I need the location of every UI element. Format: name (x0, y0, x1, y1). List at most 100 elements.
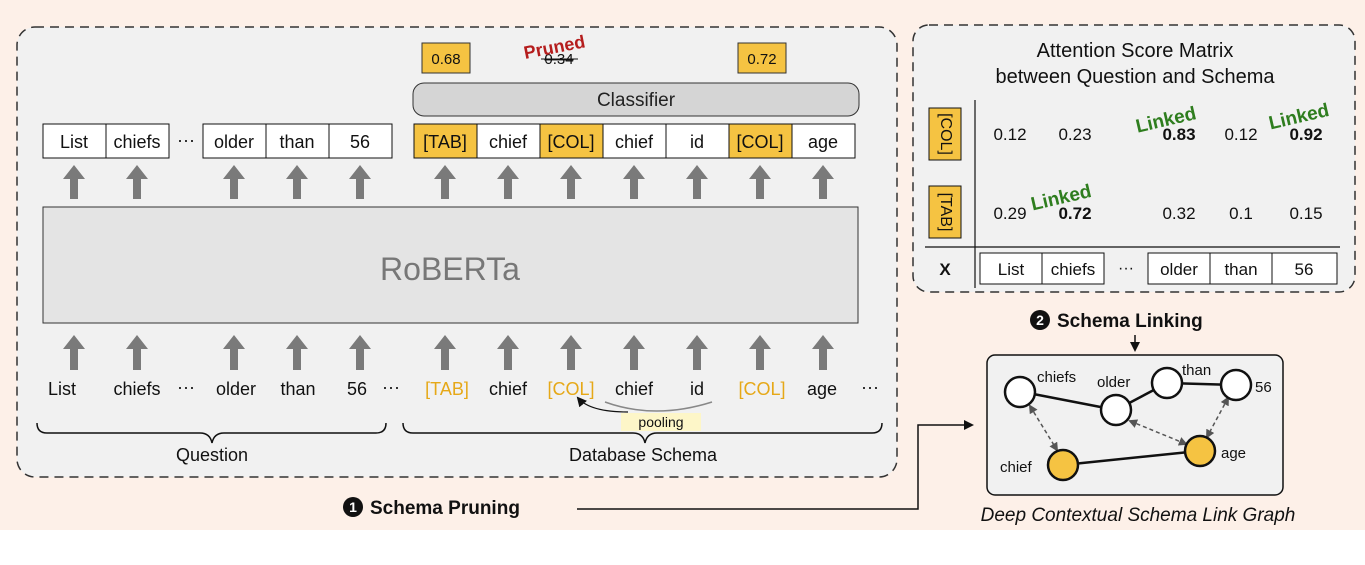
graph-node-56 (1219, 368, 1253, 402)
row-label-col-box (928, 107, 962, 161)
matrix-cell: 0.1 (1229, 204, 1253, 223)
up-arrow (686, 165, 708, 199)
score-box-tab (421, 42, 471, 74)
roberta-encoder-box (42, 206, 859, 324)
output-token: chiefs (113, 132, 160, 152)
attention-title-line1: Attention Score Matrix (1037, 40, 1234, 62)
input-token: chief (489, 379, 528, 399)
graph-caption: Deep Contextual Schema Link Graph (981, 505, 1296, 526)
encoder-output-arrows (63, 165, 834, 199)
input-token: [COL] (547, 379, 594, 399)
output-schema-tokens: [TAB] chief [COL] chief id [COL] age (413, 123, 856, 159)
input-token: older (216, 379, 256, 399)
matrix-cell-linked: 0.72 (1058, 204, 1091, 223)
graph-node-age (1183, 434, 1217, 468)
up-arrow (812, 165, 834, 199)
output-token: than (279, 132, 314, 152)
x-token: older (1160, 260, 1198, 279)
up-arrow (286, 165, 308, 199)
graph-node-older (1099, 393, 1133, 427)
input-schema-tokens: [TAB] chief [COL] chief id [COL] age ··· (425, 377, 879, 399)
x-token: 56 (1295, 260, 1314, 279)
output-token: List (60, 132, 88, 152)
output-token: age (808, 132, 838, 152)
roberta-label: RoBERTa (380, 251, 520, 287)
input-token: [COL] (738, 379, 785, 399)
matrix-cell: 0.29 (993, 204, 1026, 223)
graph-node-than (1150, 366, 1184, 400)
up-arrow (126, 335, 148, 370)
step-one-number: 1 (349, 499, 357, 515)
up-arrow (560, 165, 582, 199)
up-arrow (63, 165, 85, 199)
output-token: older (214, 132, 254, 152)
graph-node-label: chiefs (1037, 369, 1076, 386)
row-label-tab-box (928, 185, 962, 239)
graph-node-chief (1046, 448, 1080, 482)
up-arrow (686, 335, 708, 370)
up-arrow (560, 335, 582, 370)
graph-nodes: chiefs older than 56 chief age (1000, 362, 1272, 482)
classifier-label: Classifier (597, 90, 676, 111)
graph-node-label: age (1221, 445, 1246, 462)
output-token: [COL] (547, 132, 594, 152)
x-token: chiefs (1051, 260, 1095, 279)
matrix-cell-linked: 0.83 (1162, 125, 1195, 144)
x-axis-tokens: List chiefs ··· older than 56 (979, 252, 1338, 285)
matrix-cell-linked: 0.92 (1289, 125, 1322, 144)
attention-panel (912, 24, 1356, 293)
input-ellipsis: ··· (177, 377, 195, 397)
input-token: age (807, 379, 837, 399)
up-arrow (223, 165, 245, 199)
input-token: chief (615, 379, 654, 399)
output-token: id (690, 132, 704, 152)
question-brace (36, 422, 387, 444)
x-ellipsis: ··· (1118, 260, 1134, 277)
row-label-col: [COL] (937, 113, 954, 155)
step-two-number: 2 (1036, 312, 1044, 328)
matrix-cell: 0.12 (993, 125, 1026, 144)
step-two-label: Schema Linking (1057, 311, 1203, 332)
input-token: id (690, 379, 704, 399)
input-token: [TAB] (425, 379, 469, 399)
pruning-arrow (577, 420, 974, 510)
matrix-cell: 0.23 (1058, 125, 1091, 144)
matrix-cell: 0.12 (1224, 125, 1257, 144)
up-arrow (434, 335, 456, 370)
output-token: [COL] (736, 132, 783, 152)
score-col: 0.72 (747, 51, 776, 68)
up-arrow (812, 335, 834, 370)
graph-node-chiefs (1003, 375, 1037, 409)
up-arrow (623, 335, 645, 370)
output-token: 56 (350, 132, 370, 152)
graph-node-label: chief (1000, 459, 1033, 476)
up-arrow (223, 335, 245, 370)
up-arrow (349, 335, 371, 370)
output-ellipsis: ··· (177, 130, 195, 150)
pooling-arrow (576, 396, 629, 413)
up-arrow (623, 165, 645, 199)
schema-group-label: Database Schema (569, 445, 718, 465)
output-question-tokens: List chiefs ··· older than 56 (42, 123, 393, 159)
pooling-bracket (604, 401, 713, 412)
schema-brace (402, 422, 883, 444)
up-arrow (497, 165, 519, 199)
pooling-label: pooling (638, 414, 683, 430)
up-arrow (749, 165, 771, 199)
input-token: List (48, 379, 76, 399)
score-tab: 0.68 (431, 51, 460, 68)
matrix-cell: 0.32 (1162, 204, 1195, 223)
matrix-cell: 0.15 (1289, 204, 1322, 223)
input-token: 56 (347, 379, 367, 399)
question-group-label: Question (176, 445, 248, 465)
up-arrow (126, 165, 148, 199)
classifier-box (412, 82, 860, 117)
input-question-tokens: List chiefs ··· older than 56 ··· (48, 377, 400, 399)
graph-node-label: than (1182, 362, 1211, 379)
up-arrow (497, 335, 519, 370)
up-arrow (349, 165, 371, 199)
input-ellipsis: ··· (861, 377, 879, 397)
attention-title-line2: between Question and Schema (995, 66, 1275, 88)
up-arrow (286, 335, 308, 370)
